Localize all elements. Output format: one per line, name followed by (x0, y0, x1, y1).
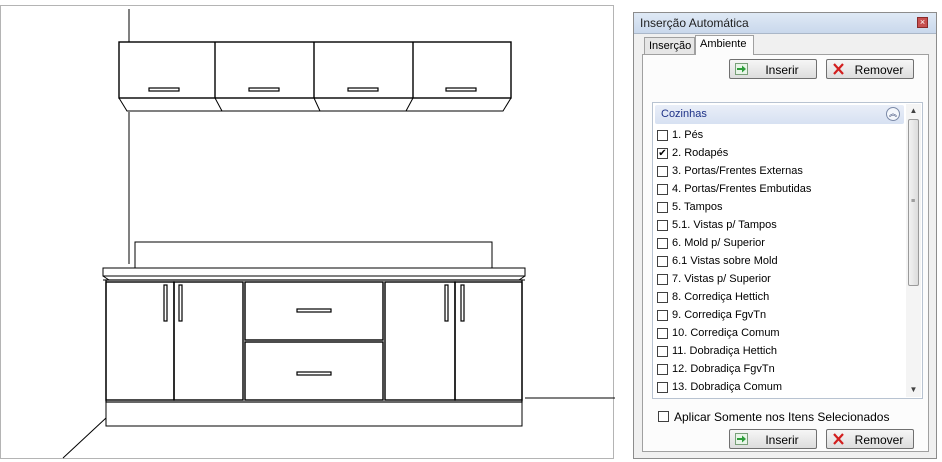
item-checkbox[interactable]: ✔ (657, 148, 668, 159)
tab-label: Inserção (649, 40, 692, 52)
item-label: 5. Tampos (672, 201, 723, 213)
item-label: 11. Dobradiça Hettich (672, 345, 777, 357)
item-checkbox[interactable] (657, 256, 668, 267)
item-checkbox[interactable] (657, 184, 668, 195)
apply-selected-option[interactable]: Aplicar Somente nos Itens Selecionados (658, 409, 918, 425)
item-label: 6.1 Vistas sobre Mold (672, 255, 778, 267)
tab-page-ambiente: Inserir Remover Cozinhas ︽ 1. Pés ✔ 2. Rod… (642, 54, 929, 452)
insert-arrow-icon (735, 433, 748, 445)
checklist-item[interactable]: 1. Pés (657, 128, 897, 144)
checklist-item[interactable]: 10. Corrediça Comum (657, 326, 897, 342)
checklist-item[interactable]: 5.1. Vistas p/ Tampos (657, 218, 897, 234)
item-label: 4. Portas/Frentes Embutidas (672, 183, 812, 195)
item-label: 8. Corrediça Hettich (672, 291, 770, 303)
close-icon[interactable]: × (917, 17, 928, 28)
insert-label: Inserir (765, 63, 799, 77)
item-checkbox[interactable] (657, 292, 668, 303)
item-label: 2. Rodapés (672, 147, 729, 159)
auto-insert-dialog: Inserção Automática × Inserção Ambiente … (633, 12, 937, 459)
item-checkbox[interactable] (657, 274, 668, 285)
remove-label: Remover (854, 63, 904, 77)
checklist-item[interactable]: 6.1 Vistas sobre Mold (657, 254, 897, 270)
scroll-grip-icon: ≡ (911, 198, 916, 205)
ambiente-item-list[interactable]: Cozinhas ︽ 1. Pés ✔ 2. Rodapés 3. Portas/Fr… (652, 102, 923, 399)
checklist-item[interactable]: 5. Tampos (657, 200, 897, 216)
tab-ambiente[interactable]: Ambiente (695, 35, 754, 55)
checklist-item[interactable]: 9. Corrediça FgvTn (657, 308, 897, 324)
insert-button-bottom[interactable]: Inserir (729, 429, 817, 449)
checklist-item[interactable]: 4. Portas/Frentes Embutidas (657, 182, 897, 198)
scroll-thumb[interactable]: ≡ (908, 119, 919, 286)
item-checkbox[interactable] (657, 220, 668, 231)
item-checkbox[interactable] (657, 238, 668, 249)
item-label: 9. Corrediça FgvTn (672, 309, 767, 321)
tab-label: Ambiente (700, 38, 747, 50)
item-label: 10. Corrediça Comum (672, 327, 780, 339)
kitchen-elevation-drawing (62, 9, 615, 459)
remove-button-bottom[interactable]: Remover (826, 429, 914, 449)
item-checkbox[interactable] (657, 202, 668, 213)
remove-label: Remover (854, 433, 904, 447)
apply-selected-label: Aplicar Somente nos Itens Selecionados (674, 410, 890, 424)
item-checkbox[interactable] (657, 310, 668, 321)
item-checkbox[interactable] (657, 166, 668, 177)
remove-x-icon (833, 63, 844, 75)
checklist-item[interactable]: 6. Mold p/ Superior (657, 236, 897, 252)
insert-button-top[interactable]: Inserir (729, 59, 817, 79)
item-label: 6. Mold p/ Superior (672, 237, 765, 249)
item-label: 13. Dobradiça Comum (672, 381, 783, 393)
item-label: 5.1. Vistas p/ Tampos (672, 219, 777, 231)
item-checkbox[interactable] (657, 364, 668, 375)
apply-selected-checkbox[interactable] (658, 411, 669, 422)
scroll-up-icon[interactable]: ▲ (909, 106, 918, 115)
item-label: 3. Portas/Frentes Externas (672, 165, 803, 177)
checklist-item[interactable]: 7. Vistas p/ Superior (657, 272, 897, 288)
group-label: Cozinhas (661, 108, 707, 120)
item-label: 1. Pés (672, 129, 704, 141)
checklist-item[interactable]: 13. Dobradiça Comum (657, 380, 897, 396)
insert-arrow-icon (735, 63, 748, 75)
dialog-titlebar[interactable]: Inserção Automática × (634, 13, 936, 34)
item-label: 12. Dobradiça FgvTn (672, 363, 775, 375)
item-checkbox[interactable] (657, 382, 668, 393)
remove-x-icon (833, 433, 844, 445)
drawing-viewport[interactable] (0, 5, 615, 459)
remove-button-top[interactable]: Remover (826, 59, 914, 79)
scroll-down-icon[interactable]: ▼ (909, 385, 918, 394)
vertical-scrollbar[interactable]: ▲ ≡ ▼ (906, 104, 921, 397)
insert-label: Inserir (765, 433, 799, 447)
item-checkbox[interactable] (657, 346, 668, 357)
checklist-item[interactable]: 3. Portas/Frentes Externas (657, 164, 897, 180)
checklist-item[interactable]: ✔ 2. Rodapés (657, 146, 897, 162)
item-checkbox[interactable] (657, 130, 668, 141)
item-label: 7. Vistas p/ Superior (672, 273, 771, 285)
collapse-chevron-icon[interactable]: ︽ (886, 107, 900, 121)
tab-insercao[interactable]: Inserção (644, 37, 695, 54)
checklist-item[interactable]: 12. Dobradiça FgvTn (657, 362, 897, 378)
checklist-item[interactable]: 8. Corrediça Hettich (657, 290, 897, 306)
checklist-item[interactable]: 11. Dobradiça Hettich (657, 344, 897, 360)
dialog-title: Inserção Automática (640, 16, 749, 30)
item-checkbox[interactable] (657, 328, 668, 339)
group-header-cozinhas[interactable]: Cozinhas ︽ (655, 105, 904, 124)
